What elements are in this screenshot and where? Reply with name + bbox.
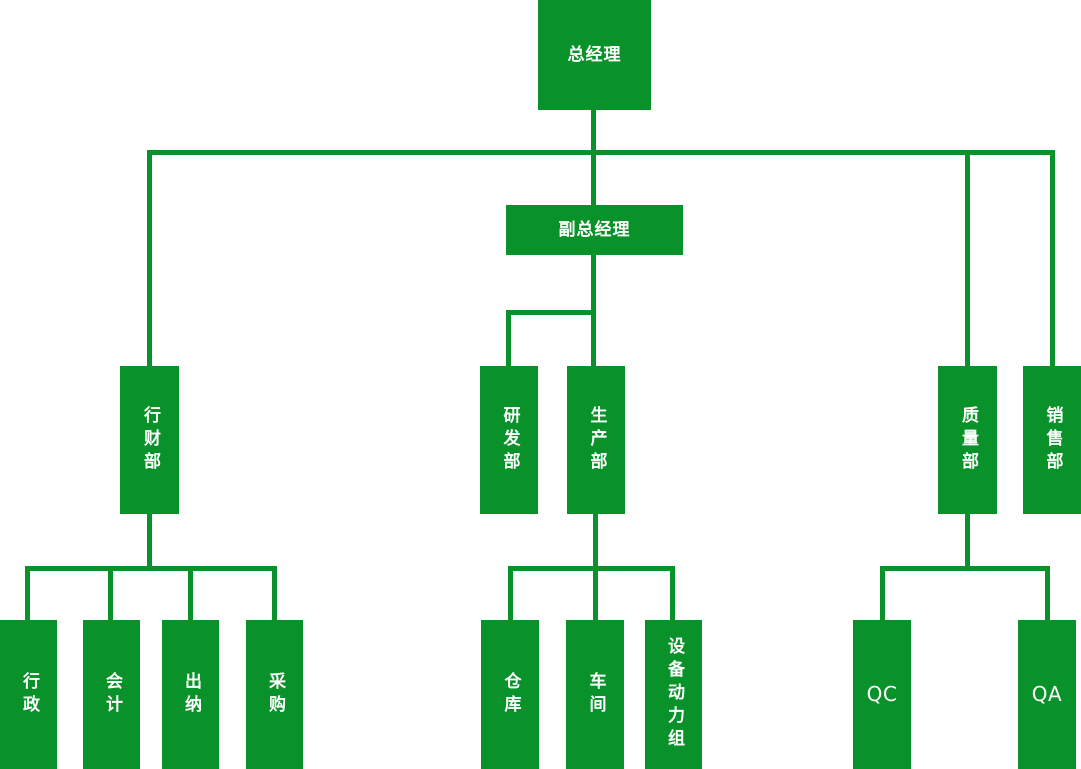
connector-admin-finance-stem (147, 514, 152, 569)
connector-top-bus (147, 150, 1055, 155)
node-equipment-power-group[interactable]: 设备动力组 (645, 620, 702, 769)
node-purchasing[interactable]: 采购 (246, 620, 303, 769)
node-qc[interactable]: QC (853, 620, 911, 769)
connector-drop-admin-finance (147, 150, 152, 368)
connector-deputy-branch-bus (506, 310, 596, 315)
node-qa[interactable]: QA (1018, 620, 1076, 769)
connector-drop-warehouse (508, 566, 513, 622)
connector-drop-rd (506, 310, 511, 368)
connector-drop-deputy (591, 150, 596, 205)
node-rd-dept[interactable]: 研发部 (480, 366, 538, 514)
connector-drop-accounting (108, 566, 113, 622)
connector-drop-qa (1045, 566, 1050, 622)
node-deputy-general-manager[interactable]: 副总经理 (506, 205, 683, 255)
connector-drop-purchasing (272, 566, 277, 622)
connector-drop-cashier (188, 566, 193, 622)
connector-quality-bus (880, 566, 1050, 571)
node-accounting[interactable]: 会计 (83, 620, 140, 769)
node-administration[interactable]: 行政 (0, 620, 57, 769)
connector-drop-quality (965, 150, 970, 368)
node-cashier[interactable]: 出纳 (162, 620, 219, 769)
connector-drop-qc (880, 566, 885, 622)
node-warehouse[interactable]: 仓库 (481, 620, 539, 769)
connector-drop-workshop (593, 566, 598, 622)
connector-production-bus (508, 566, 675, 571)
connector-drop-administration (25, 566, 30, 622)
node-workshop[interactable]: 车间 (566, 620, 624, 769)
connector-drop-sales (1050, 150, 1055, 368)
connector-gm-stem (591, 110, 596, 155)
connector-production-stem (593, 514, 598, 569)
node-admin-finance-dept[interactable]: 行财部 (120, 366, 179, 514)
node-sales-dept[interactable]: 销售部 (1023, 366, 1081, 514)
node-general-manager[interactable]: 总经理 (538, 0, 651, 110)
connector-admin-finance-bus (25, 566, 277, 571)
node-quality-dept[interactable]: 质量部 (938, 366, 997, 514)
node-production-dept[interactable]: 生产部 (567, 366, 625, 514)
connector-drop-equipment (670, 566, 675, 622)
connector-quality-stem (965, 514, 970, 569)
